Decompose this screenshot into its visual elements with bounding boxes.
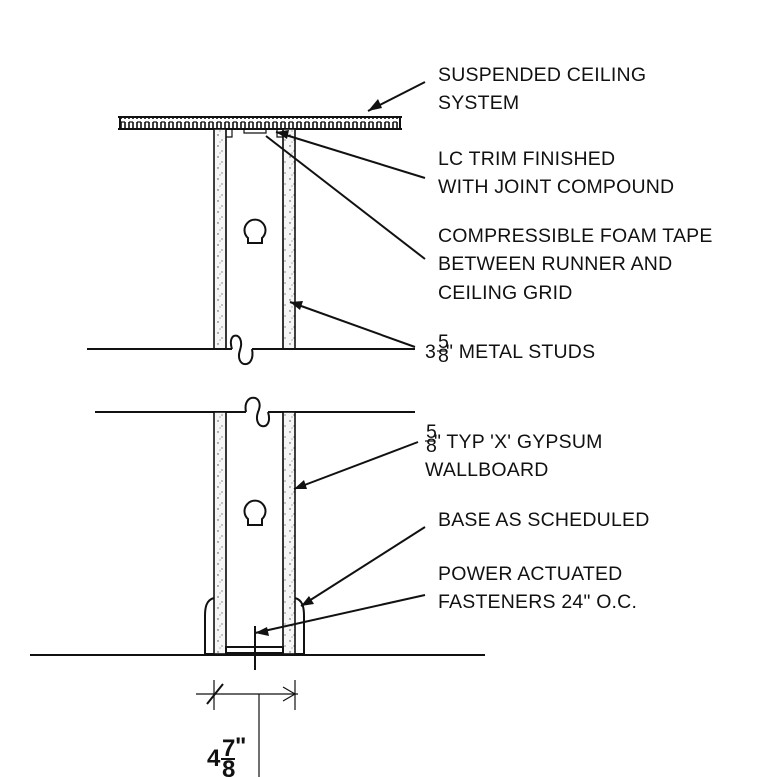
studs-size-numerator: 5	[438, 331, 449, 353]
note-trim-line1: LC TRIM FINISHED	[438, 148, 615, 170]
dimension-numerator: 7	[222, 735, 235, 762]
note-foam-line2: BETWEEN RUNNER AND	[438, 253, 672, 275]
stud-knockout-lower	[243, 499, 267, 526]
note-ceiling-line2: SYSTEM	[438, 92, 519, 114]
note-gypsum-wallboard: 5 8 " TYP 'X' GYPSUM WALLBOARD	[425, 421, 603, 481]
note-fasteners: POWER ACTUATED FASTENERS 24" O.C.	[438, 563, 637, 613]
note-metal-studs: 3 5 8 " METAL STUDS	[425, 331, 595, 367]
note-ceiling-line1: SUSPENDED CEILING	[438, 64, 646, 86]
right-gypsum-board-lower	[282, 411, 296, 655]
width-dimension: 4 7 8 "	[196, 680, 298, 777]
note-fasteners-line1: POWER ACTUATED	[438, 563, 622, 585]
base-right	[294, 597, 305, 655]
gypsum-line1: " TYP 'X' GYPSUM	[434, 431, 603, 453]
break-line-upper	[87, 334, 415, 366]
note-base-line1: BASE AS SCHEDULED	[438, 509, 649, 531]
left-gypsum-board-upper	[213, 128, 227, 350]
left-gypsum-board-lower	[213, 411, 227, 655]
lower-wall-section	[204, 411, 305, 670]
base-left	[204, 597, 215, 655]
dimension-denominator: 8	[222, 756, 235, 777]
studs-size-denominator: 8	[438, 345, 449, 367]
suspended-ceiling	[118, 116, 402, 130]
stud-knockout-upper	[243, 218, 267, 244]
gypsum-size-numerator: 5	[426, 421, 437, 443]
note-lc-trim: LC TRIM FINISHED WITH JOINT COMPOUND	[438, 148, 674, 198]
upper-wall-section	[213, 128, 296, 350]
gypsum-line2: WALLBOARD	[425, 459, 549, 481]
note-foam-line3: CEILING GRID	[438, 282, 573, 304]
note-foam-line1: COMPRESSIBLE FOAM TAPE	[438, 225, 713, 247]
note-foam-tape: COMPRESSIBLE FOAM TAPE BETWEEN RUNNER AN…	[438, 225, 713, 304]
gypsum-size-denominator: 8	[426, 435, 437, 457]
studs-label: " METAL STUDS	[446, 341, 595, 363]
note-suspended-ceiling: SUSPENDED CEILING SYSTEM	[438, 64, 646, 114]
dimension-unit: "	[235, 733, 246, 760]
break-line-lower	[95, 396, 415, 428]
leader-lines	[254, 81, 426, 636]
right-gypsum-board-upper	[282, 128, 296, 350]
note-trim-line2: WITH JOINT COMPOUND	[438, 176, 674, 198]
studs-size-whole: 3	[425, 341, 436, 363]
note-base: BASE AS SCHEDULED	[438, 509, 649, 531]
dimension-whole: 4	[207, 745, 221, 772]
note-fasteners-line2: FASTENERS 24" O.C.	[438, 591, 637, 613]
